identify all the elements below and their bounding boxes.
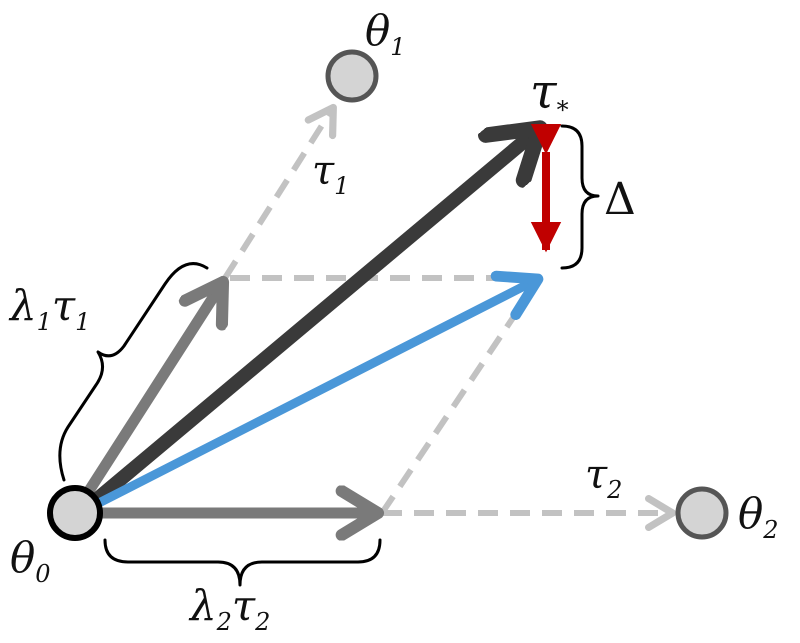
tau-star-label: τ* xyxy=(530,64,569,124)
theta1-label: θ1 xyxy=(365,6,406,61)
lambda1-tau1-arrow xyxy=(72,282,223,514)
parallelogram-right-dashed-edge xyxy=(379,283,538,515)
delta-label: Δ xyxy=(604,174,636,225)
lambda2-tau2-label: λ2τ2 xyxy=(188,581,270,636)
delta-brace xyxy=(560,124,600,270)
tau2-label: τ2 xyxy=(585,452,622,504)
theta0-node xyxy=(47,485,103,541)
theta2-label: θ2 xyxy=(738,489,779,544)
tau-star-arrow xyxy=(83,128,540,512)
merged-vector-arrow xyxy=(90,270,544,510)
theta2-node xyxy=(675,486,729,540)
tau1-dashed-arrow xyxy=(222,103,337,280)
lambda1-tau1-brace xyxy=(58,262,209,482)
theta1-node xyxy=(325,49,379,103)
tau1-label: τ1 xyxy=(312,148,349,200)
lambda2-tau2-brace xyxy=(103,538,382,587)
theta0-label: θ0 xyxy=(10,533,51,588)
lambda1-tau1-label: λ1τ1 xyxy=(8,281,90,336)
